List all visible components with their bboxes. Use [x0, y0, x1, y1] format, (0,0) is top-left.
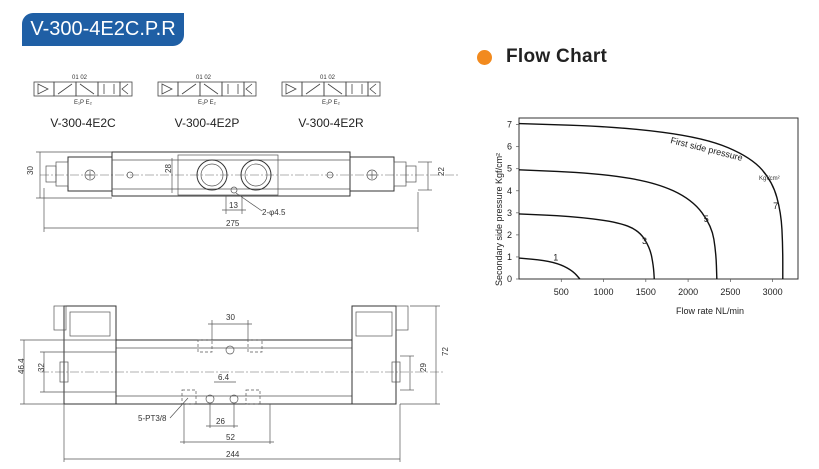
dim-hole: 2-φ4.5: [262, 208, 286, 217]
dim-body-height: 32: [37, 363, 46, 372]
dim-ports: 5-PT3/8: [138, 414, 167, 423]
y-tick-label: 3: [507, 208, 512, 218]
series-label-3: 3: [642, 236, 647, 246]
valve-symbol-1: 01 02 E₁P E₂ V-300-4E2C: [33, 75, 133, 130]
dim-span-52: 52: [226, 433, 235, 442]
symbol-ports-bottom: E₁P E₂: [74, 100, 93, 106]
x-tick-label: 2500: [720, 287, 740, 297]
y-tick-label: 7: [507, 120, 512, 130]
y-tick-label: 0: [507, 274, 512, 284]
flow-chart-title: Flow Chart: [506, 46, 608, 67]
y-tick-label: 2: [507, 230, 512, 240]
y-tick-label: 4: [507, 186, 512, 196]
side-view: 30 46.4 32 29 72 6.4 26 52 244 5-PT3/8: [17, 305, 450, 462]
y-axis-label: Secondary side pressure Kgf/cm²: [494, 153, 504, 286]
series-line-5: [518, 169, 718, 280]
dim-port-spacing: 30: [226, 313, 235, 322]
y-tick-label: 6: [507, 142, 512, 152]
y-tick-label: 5: [507, 164, 512, 174]
x-tick-label: 1000: [594, 287, 614, 297]
dim-length-275: 275: [226, 219, 240, 228]
symbol-ports-bottom: E₁P E₂: [322, 100, 341, 106]
symbol-ports-bottom: E₁P E₂: [198, 100, 217, 106]
x-tick-label: 500: [554, 287, 569, 297]
valve-symbol-3: 01 02 E₁P E₂ V-300-4E2R: [281, 75, 381, 130]
valve-symbols: 01 02 E₁P E₂ V-300-4E2C 01 02 E₁P E₂ V-300-4E…: [33, 75, 381, 130]
dim-inner-height: 28: [164, 164, 173, 173]
valve-symbol-2: 01 02 E₁P E₂ V-300-4E2P: [157, 75, 257, 130]
top-view: 30 28 22 13 2-φ4.5 275: [26, 151, 460, 232]
x-tick-label: 1500: [636, 287, 656, 297]
symbol-label: V-300-4E2R: [298, 116, 364, 130]
dim-right-height-72: 72: [441, 347, 450, 356]
symbol-ports-top: 01 02: [196, 75, 212, 81]
symbol-ports-top: 01 02: [72, 75, 88, 81]
dim-spacing-13: 13: [229, 201, 238, 210]
x-tick-label: 3000: [763, 287, 783, 297]
series-label-7: 7: [773, 201, 778, 211]
series-label-1: 1: [553, 253, 558, 263]
series-line-1: [518, 257, 581, 280]
model-badge: V-300-4E2C.P.R: [22, 13, 184, 46]
annotation-unit: Kgf/cm²: [759, 176, 780, 182]
dim-pitch-26: 26: [216, 417, 225, 426]
flow-chart-header: Flow Chart: [477, 44, 607, 70]
dim-right-height: 22: [437, 167, 446, 176]
dim-bottom-spacing: 6.4: [218, 373, 230, 382]
dim-length-244: 244: [226, 450, 240, 459]
y-tick-label: 1: [507, 252, 512, 262]
bullet-dot-icon: [477, 49, 492, 65]
symbol-label: V-300-4E2P: [175, 116, 240, 130]
symbol-ports-top: 01 02: [320, 75, 336, 81]
dim-coil-height: 29: [419, 363, 428, 372]
series-label-5: 5: [704, 214, 709, 224]
series-line-7: [518, 122, 784, 279]
symbol-label: V-300-4E2C: [50, 116, 116, 130]
series-line-3: [518, 213, 655, 280]
x-tick-label: 2000: [678, 287, 698, 297]
dim-overall-height: 46.4: [17, 358, 26, 374]
chart-frame: [518, 117, 799, 280]
flow-chart: 500 1000 1500 2000 2500 3000 0 1 2 3 4 5 6 7 1 3 5 7 Flo…: [494, 117, 799, 316]
x-axis-label: Flow rate NL/min: [676, 306, 744, 316]
dim-height-30: 30: [26, 166, 35, 175]
